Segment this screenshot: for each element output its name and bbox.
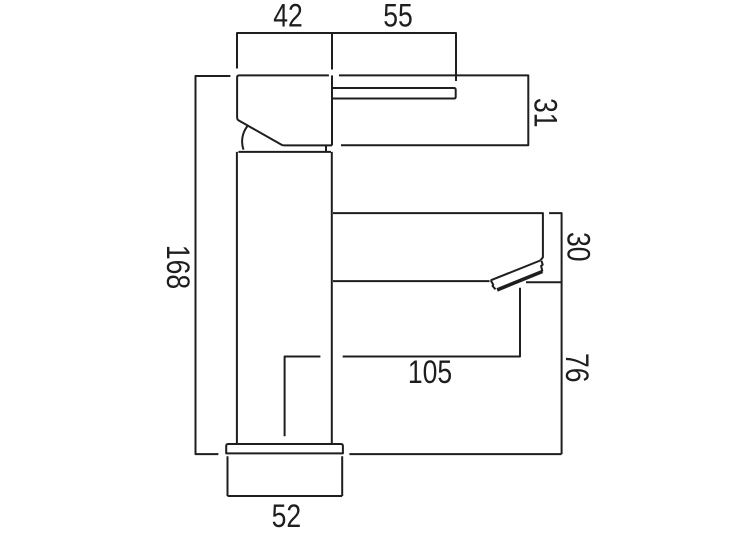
svg-text:105: 105 [408, 355, 452, 391]
svg-text:168: 168 [160, 245, 196, 289]
svg-text:31: 31 [527, 98, 563, 128]
svg-text:52: 52 [272, 499, 302, 534]
svg-text:42: 42 [273, 0, 303, 34]
svg-text:30: 30 [560, 232, 596, 262]
svg-text:55: 55 [383, 0, 413, 34]
svg-text:76: 76 [559, 353, 595, 383]
